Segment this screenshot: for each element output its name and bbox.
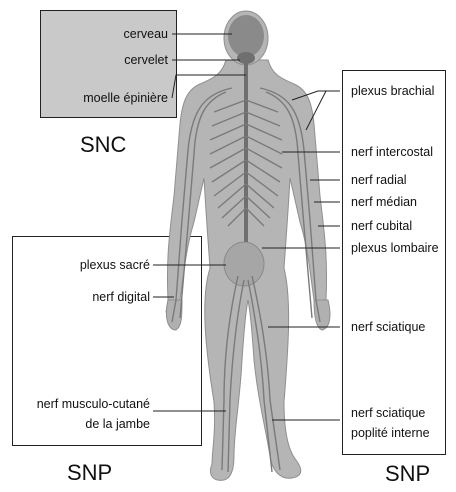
brain (228, 15, 264, 57)
sacral-region (224, 242, 264, 286)
